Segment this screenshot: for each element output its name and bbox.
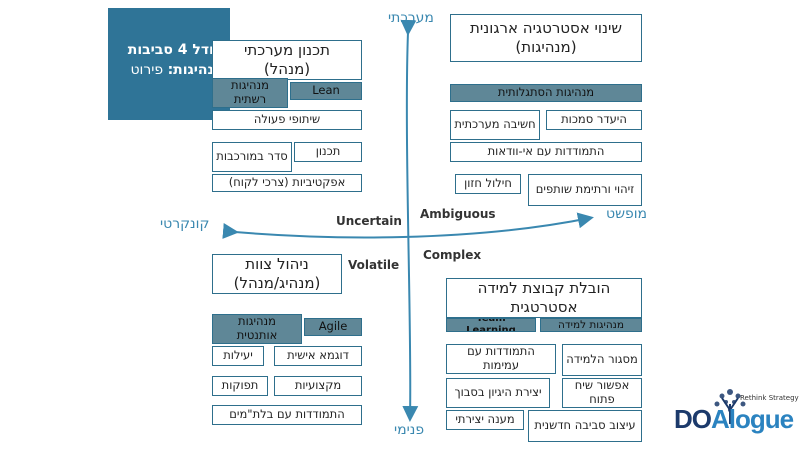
outputs-item: תפוקות bbox=[212, 376, 268, 396]
effectiveness-item: אפקטיביות (צרכי לקוח) bbox=[212, 174, 362, 192]
team-learning-label: Team Learning bbox=[446, 318, 536, 332]
q-bottom-left-title-line1: ניהול צוות bbox=[245, 255, 309, 274]
q-bottom-left-title-line2: (מנהיג/מנהל) bbox=[233, 274, 321, 292]
q-top-left-title-line1: תכנון מערכתי bbox=[244, 41, 330, 60]
model-title-panel: מודל 4 סביבות מנהיגות: פירוט bbox=[108, 8, 230, 120]
vuca-volatile: Volatile bbox=[348, 258, 400, 272]
q-bottom-right-title-line1: הובלת קבוצת למידה bbox=[477, 279, 611, 298]
axis-label-bottom: פנימי bbox=[394, 422, 425, 438]
axis-label-top: מערכתי bbox=[388, 10, 434, 26]
logo-tree-icon bbox=[714, 389, 746, 424]
ambiguity-coping-item: התמודדות עם עמימות bbox=[446, 344, 556, 374]
planning-item: תכנון bbox=[294, 142, 362, 162]
authentic-leadership: מנהיגות אותנטית bbox=[212, 314, 302, 344]
lack-of-authority-item: היעדר סמכות bbox=[546, 110, 642, 130]
q-bottom-right-title-line2: אסטרטגית bbox=[510, 298, 578, 316]
logo-alogue: Alogue bbox=[711, 404, 794, 434]
vuca-ambiguous: Ambiguous bbox=[420, 207, 496, 221]
vertical-axis bbox=[400, 19, 419, 422]
adaptive-leadership-band: מנהיגות הסתגלותית bbox=[450, 84, 642, 102]
lean-label: Lean bbox=[290, 82, 362, 100]
order-in-complexity-item: סדר במורכבות bbox=[212, 142, 292, 172]
q-top-left-title-line2: (מנהל) bbox=[263, 60, 311, 78]
vuca-complex: Complex bbox=[423, 248, 482, 262]
model-subtitle: מנהיגות: פירוט bbox=[130, 62, 224, 78]
q-bottom-right-title: הובלת קבוצת למידה אסטרטגית bbox=[446, 278, 642, 318]
open-dialogue-item: אפשור שיח פתוח bbox=[562, 378, 642, 408]
logo-wordmark: DOAlogue bbox=[674, 404, 794, 435]
personal-example-item: דוגמא אישית bbox=[274, 346, 362, 366]
vuca-uncertain: Uncertain bbox=[336, 214, 402, 228]
partners-item: זיהוי ורתימת שותפים bbox=[528, 174, 642, 206]
agile-label: Agile bbox=[304, 318, 362, 336]
logo-do: DO bbox=[674, 404, 712, 434]
doalogue-logo: Rethink Strategy DOAlogue bbox=[674, 382, 799, 442]
q-bottom-left-title: ניהול צוות (מנהיג/מנהל) bbox=[212, 254, 342, 294]
systems-thinking-item: חשיבה מערכתית bbox=[450, 110, 540, 140]
creative-response-item: מענה יצירתי bbox=[446, 410, 524, 430]
collaboration-item: שיתופי פעולה bbox=[212, 110, 362, 130]
learning-leadership-label: מנהיגות למידה bbox=[540, 318, 642, 332]
unexpected-coping-item: התמודדות עם בלת"מים bbox=[212, 405, 362, 425]
horizontal-axis bbox=[222, 212, 594, 239]
axis-label-left: קונקרטי bbox=[160, 216, 210, 232]
q-top-left-title: תכנון מערכתי (מנהל) bbox=[212, 40, 362, 80]
model-subtitle-bold: מנהיגות: bbox=[167, 62, 224, 79]
professionalism-item: מקצועיות bbox=[274, 376, 362, 396]
q-top-right-title-line2: (מנהיגות) bbox=[515, 38, 577, 56]
uncertainty-coping-item: התמודדות עם אי-וודאות bbox=[450, 142, 642, 162]
axis-label-right: מופשט bbox=[606, 206, 648, 222]
networked-leadership: מנהיגות רשתית bbox=[212, 78, 288, 108]
q-top-right-title-line1: שינוי אסטרטגיה ארגונית bbox=[470, 19, 622, 38]
q-top-right-title: שינוי אסטרטגיה ארגונית (מנהיגות) bbox=[450, 14, 642, 62]
efficiency-item: יעילות bbox=[212, 346, 264, 366]
sense-making-item: יצירת היגיון בסבוך bbox=[446, 378, 550, 408]
logo-tagline: Rethink Strategy bbox=[740, 394, 799, 402]
framing-learning-item: מסגור הלמידה bbox=[562, 344, 642, 376]
model-subtitle-rest: פירוט bbox=[130, 62, 168, 79]
vision-item: חילול חזון bbox=[455, 174, 521, 194]
innovative-environment-item: עיצוב סביבה חדשנית bbox=[528, 410, 642, 442]
